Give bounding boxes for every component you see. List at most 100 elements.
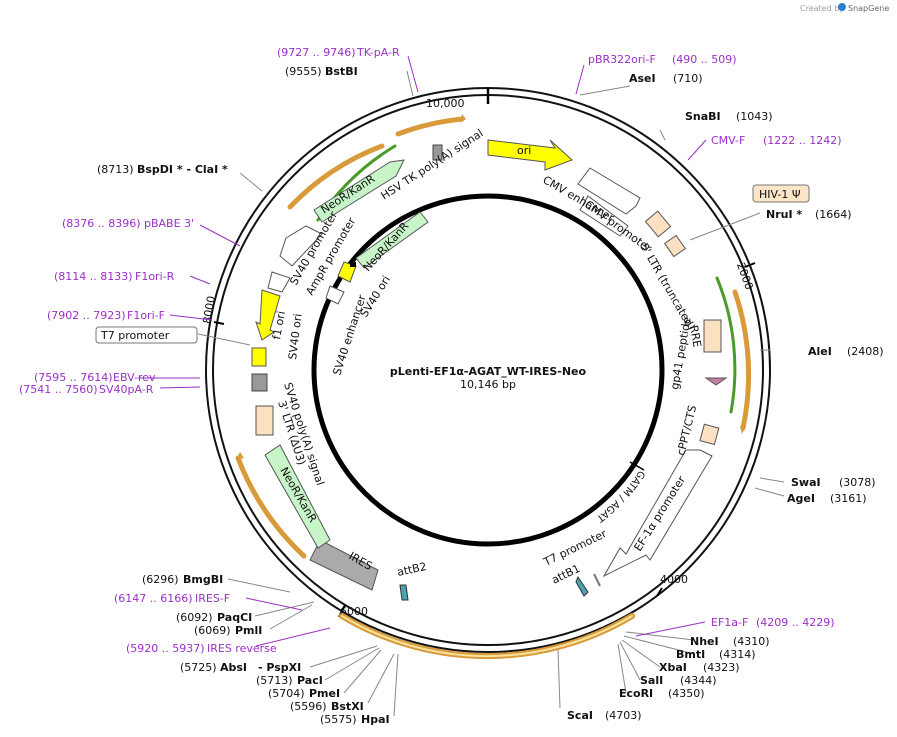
t7-promoter-box [95,326,198,344]
svg-text:(5596): (5596) [290,700,327,713]
svg-text:(4323): (4323) [703,661,740,674]
feature-inner-sv40-enhancer[interactable] [325,285,345,305]
primer-ebv-rev: EBV-rev [113,371,156,384]
feature-ampr-promoter[interactable] [267,271,291,293]
enzyme-paqci: PaqCI [217,611,252,624]
ruler-label-10000: 10,000 [426,97,465,110]
svg-text:(9555): (9555) [285,65,322,78]
enzyme-swai: SwaI [791,476,821,489]
t7-promoter-label: T7 promoter [100,329,170,342]
feature-sv40-promoter[interactable] [279,225,323,267]
svg-text:(4703): (4703) [605,709,642,722]
primer-labels: (9727 .. 9746) TK-pA-R pBR322ori-F (490 … [19,46,842,655]
hiv-psi-label: HIV-1 Ψ [759,188,801,201]
enzyme-absi: AbsI [220,661,247,674]
primer-ef1a-f: EF1a-F [711,616,748,629]
svg-text:(4310): (4310) [733,635,770,648]
enzyme-hpai: HpaI [361,713,390,726]
feature-ef1a-promoter[interactable] [602,449,713,578]
enzyme-ecori: EcoRI [619,687,653,700]
svg-text:(6092): (6092) [176,611,213,624]
feature-neor-kanr-left[interactable] [264,444,331,549]
feature-cmv-promoter[interactable] [579,195,629,237]
enzyme-bmgbi: BmgBI [183,573,223,586]
ruler-tick-2000 [744,262,756,268]
feature-neor-kanr-top[interactable] [313,159,405,223]
ruler-tick-4000 [656,587,663,597]
enzyme-bmti: BmtI [676,648,705,661]
feature-f1-ori[interactable] [255,289,281,341]
svg-text:(5920 .. 5937): (5920 .. 5937) [126,642,205,655]
label-agat-orf: GATM / AGAT [594,468,647,524]
feature-inner-marker [350,262,356,267]
ruler-label-2000: 2000 [734,261,756,292]
feature-t7-promoter-mark [593,573,601,587]
svg-text:(8376 .. 8396): (8376 .. 8396) [62,217,141,230]
primer-tk-pa-r: TK-pA-R [356,46,400,59]
ruler-label-6000: 6000 [340,605,368,618]
primer-f1ori-r: F1ori-R [135,270,175,283]
branding-text: Created by [800,4,844,13]
branding-product: SnapGene [848,4,889,13]
svg-text:(7595 .. 7614): (7595 .. 7614) [34,371,113,384]
feature-neor-kanr-inner[interactable] [355,211,429,269]
svg-text:(1043): (1043) [736,110,773,123]
feature-ires[interactable] [309,539,379,591]
enzyme-pmei: PmeI [309,687,340,700]
svg-text:(4209 .. 4229): (4209 .. 4229) [756,616,835,629]
label-gp41: gp41 peptide [668,316,694,391]
primer-cmv-f: CMV-F [711,134,745,147]
feature-3ltr[interactable] [255,405,274,436]
svg-text:(9727 .. 9746): (9727 .. 9746) [277,46,356,59]
svg-text:(2408): (2408) [847,345,884,358]
orf-arc-bottom-core [341,615,633,658]
enzyme-nhei: NheI [690,635,719,648]
enzyme-pmli: PmlI [235,624,262,637]
ruler-tick-8000 [213,321,225,325]
feature-cmv-enhancer[interactable] [577,167,641,215]
enzyme-snabi: SnaBI [685,110,721,123]
feature-hiv-psi[interactable] [663,234,687,258]
enzyme-asei: AseI [629,72,656,85]
label-sv40-ori: SV40 ori [286,313,305,361]
orf-arc-topleft [287,143,385,210]
enzyme-nrui: NruI * [766,208,802,221]
feature-attb2[interactable] [399,584,409,601]
enzyme-bspdi-clai: BspDI * - ClaI * [137,163,228,176]
svg-text:(3161): (3161) [830,492,867,505]
feature-attb1[interactable] [575,575,589,597]
feature-ori[interactable]: ori [487,139,573,171]
svg-text:(4344): (4344) [680,674,717,687]
feature-sv40-ori[interactable] [251,347,267,367]
feature-rre[interactable] [703,319,722,353]
label-rre: RRE [687,324,704,348]
feature-hsv-tk-polya[interactable] [432,144,443,161]
feature-gp41[interactable] [704,377,728,386]
feature-cppt[interactable] [699,423,720,446]
agat-tick [629,461,645,471]
svg-text:(6147 .. 6166): (6147 .. 6166) [114,592,193,605]
enzyme-alei: AleI [808,345,832,358]
plasmid-name: pLenti-EF1α-AGAT_WT-IRES-Neo [390,365,587,378]
svg-text:(3078): (3078) [839,476,876,489]
primer-pbabe: pBABE 3' [144,217,194,230]
label-cppt: cPPT/CTS [674,404,699,457]
green-arc-right [715,276,737,414]
svg-text:(5725): (5725) [180,661,217,674]
primer-f1ori-f: F1ori-F [127,309,165,322]
ruler-label-4000: 4000 [660,573,688,586]
enzyme-sali: SalI [640,674,663,687]
enzyme-agei: AgeI [787,492,815,505]
arrow-icon [740,426,746,434]
orf-arc-right [732,289,752,431]
svg-text:(1222 .. 1242): (1222 .. 1242) [763,134,842,147]
svg-text:(5713): (5713) [256,674,293,687]
svg-text:(7902 .. 7923): (7902 .. 7923) [47,309,126,322]
feature-5ltr[interactable] [644,210,672,238]
orf-arc-top [395,116,465,137]
hiv-psi-box [752,184,810,203]
agat-ring [311,193,665,547]
plasmid-size: 10,146 bp [460,378,516,391]
feature-sv40-polya[interactable] [251,373,268,392]
